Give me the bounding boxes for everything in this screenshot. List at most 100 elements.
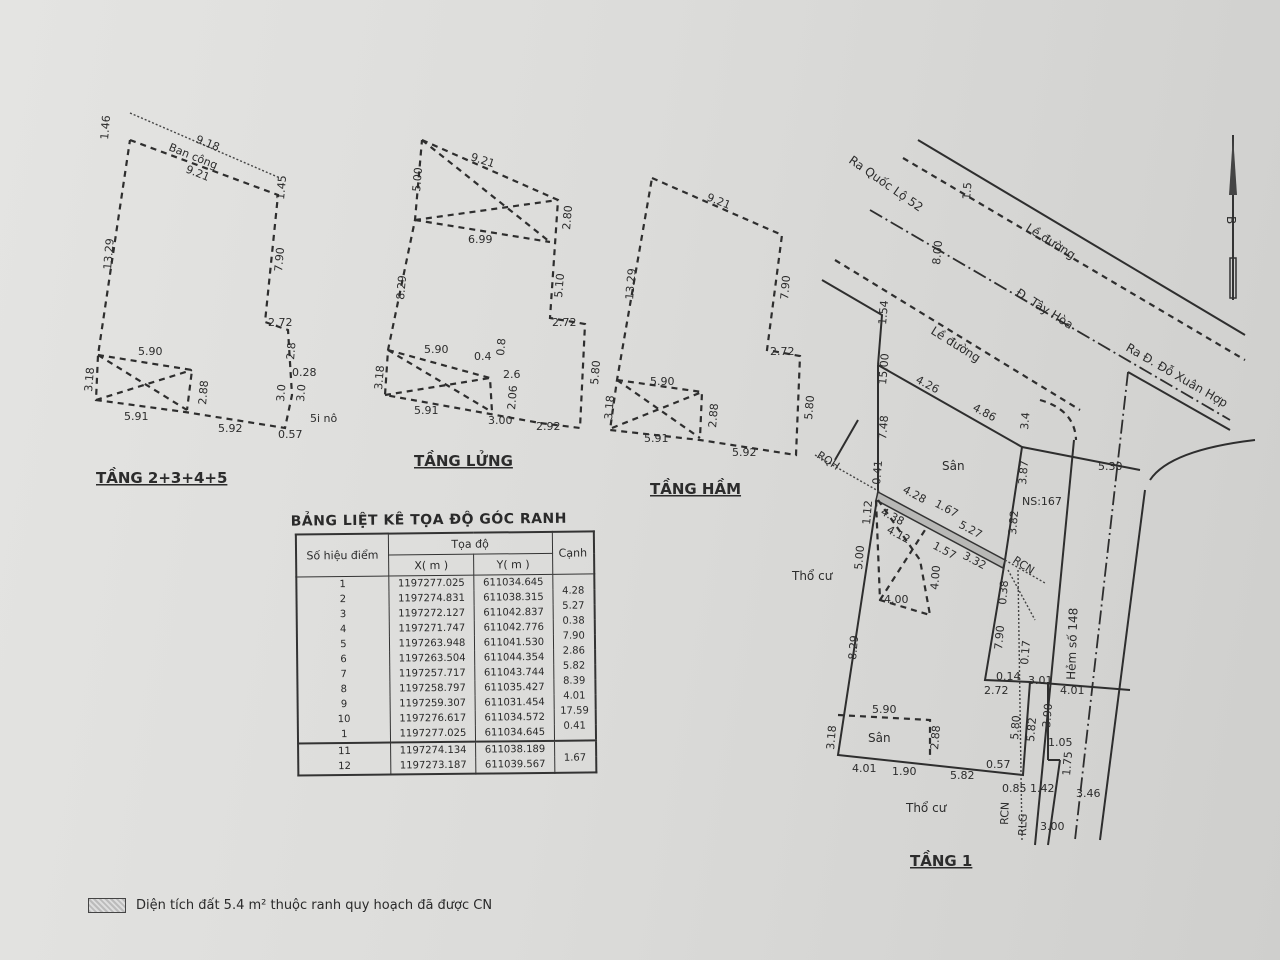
plan-floor-2-5: 1.46 9.18 Ban công 9.21 1.45 13.29 7.90 … xyxy=(82,112,338,487)
cell-id: 3 xyxy=(296,606,389,623)
plan-floor-1: Ra Quốc Lộ 52 Lề đường Đ. Tây Hòa Ra Đ. … xyxy=(791,139,1256,870)
dim-label: 4.28 xyxy=(901,483,929,506)
dim-label: 6.99 xyxy=(468,233,493,246)
dim-label: 1.45 xyxy=(274,175,289,201)
cell-id: 2 xyxy=(296,591,389,608)
dim-label: 3.00 xyxy=(1040,820,1065,833)
dim-label: 3.00 xyxy=(488,414,513,427)
dim-label: 3.18 xyxy=(82,367,97,393)
dim-label: 3.90 xyxy=(1040,703,1055,729)
cell-edge: 1.67 xyxy=(554,747,597,764)
dim-label: 2.72 xyxy=(770,345,795,358)
dim-label: 5.90 xyxy=(424,343,449,356)
dim-label: 1.67 xyxy=(933,497,961,520)
dim-label: 4.01 xyxy=(852,762,877,775)
plan-title: TẦNG HẦM xyxy=(650,477,741,498)
hatch-swatch-icon xyxy=(88,898,126,913)
dim-label: 5.90 xyxy=(650,375,675,388)
cell-x: 1197258.797 xyxy=(389,680,476,697)
cell-id: 8 xyxy=(297,681,390,698)
dim-label: 2.6 xyxy=(503,368,521,381)
area-label: Thổ cư xyxy=(791,569,834,583)
dim-label: 7.48 xyxy=(876,415,891,441)
cell-y: 611044.354 xyxy=(474,649,554,666)
cell-y: 611038.315 xyxy=(474,589,553,606)
dim-label: 8.29 xyxy=(394,275,409,301)
table-title: BẢNG LIỆT KÊ TỌA ĐỘ GÓC RANH xyxy=(290,510,568,530)
header-y: Y( m ) xyxy=(473,553,553,576)
boundary-label: RCN xyxy=(998,802,1012,825)
dim-label: 5.80 xyxy=(1008,715,1023,741)
dim-label: 0.8 xyxy=(494,338,508,357)
dim-label: 7.90 xyxy=(992,625,1007,651)
dim-label: 5.00 xyxy=(410,167,425,193)
legend: Diện tích đất 5.4 m² thuộc ranh quy hoạc… xyxy=(88,898,492,913)
cell-x: 1197277.025 xyxy=(390,725,476,743)
dim-label: 5.91 xyxy=(414,404,439,417)
dim-label: 2.72 xyxy=(552,316,577,329)
cell-id: 1 xyxy=(297,726,391,744)
area-label: Thổ cư xyxy=(905,801,948,815)
dim-label: 1.46 xyxy=(98,115,113,141)
north-arrow-icon: B xyxy=(1224,135,1238,300)
cell-y: 611034.645 xyxy=(475,724,555,742)
road-label: Lề đường xyxy=(1023,221,1078,262)
dim-label: 1.42 xyxy=(1030,782,1055,795)
legend-text: Diện tích đất 5.4 m² thuộc ranh quy hoạc… xyxy=(136,898,493,913)
dim-label: 5.82 xyxy=(950,769,975,782)
dim-label: 0.38 xyxy=(996,580,1011,606)
dim-label: 2.8 xyxy=(284,342,298,361)
plan-title: TẦNG LỬNG xyxy=(414,449,513,470)
dim-label: 3.46 xyxy=(1076,787,1101,800)
coordinate-table: Số hiệu điểm Tọa độ Cạnh X( m ) Y( m ) 1… xyxy=(294,530,598,780)
cell-y: 611042.837 xyxy=(474,604,553,621)
cell-id: 12 xyxy=(298,758,391,776)
dim-label: 4.12 xyxy=(885,523,913,546)
dim-label: 5.82 xyxy=(1024,717,1039,743)
cell-edge: 0.38 xyxy=(552,611,595,627)
dim-label: 0.41 xyxy=(870,460,885,486)
dim-label: 8.00 xyxy=(930,240,945,266)
dim-label: 3.18 xyxy=(372,365,387,391)
north-label: B xyxy=(1224,216,1238,224)
cell-y: 611034.645 xyxy=(474,574,553,591)
road-label: Hẻm số 148 xyxy=(1064,607,1081,680)
dim-label: 7.90 xyxy=(778,275,793,301)
dim-label: 8.29 xyxy=(846,635,861,661)
dim-label: 5.91 xyxy=(124,410,149,423)
dim-label: 2.72 xyxy=(984,684,1009,697)
road-label: Ra Quốc Lộ 52 xyxy=(846,153,925,214)
cell-y: 611041.530 xyxy=(474,634,554,651)
header-point: Số hiệu điểm xyxy=(295,533,389,578)
header-edge: Cạnh xyxy=(551,531,595,575)
dim-label: 5.80 xyxy=(802,395,817,421)
dim-label: 2.88 xyxy=(928,725,943,751)
dim-label: 3.18 xyxy=(602,395,617,421)
cell-edge xyxy=(554,763,597,780)
dim-label: 3.0 xyxy=(294,384,308,403)
cell-id: 10 xyxy=(297,711,391,728)
dim-label: 5i nô xyxy=(310,412,338,425)
dim-label: 0.57 xyxy=(278,428,303,441)
cell-edge: 5.82 xyxy=(553,656,596,672)
cell-y: 611039.567 xyxy=(476,756,555,774)
cell-x: 1197263.948 xyxy=(389,635,475,652)
road-label: Đ. Tây Hòa xyxy=(1013,286,1075,332)
dim-label: 1.05 xyxy=(1048,736,1073,749)
dim-label: 5.10 xyxy=(552,273,567,299)
cell-y: 611038.189 xyxy=(475,740,555,758)
dim-label: 3.4 xyxy=(1018,412,1032,431)
dim-label: 0.14 xyxy=(996,670,1021,683)
cell-edge xyxy=(553,731,597,748)
cell-id: 6 xyxy=(297,651,390,668)
dim-label: 0.57 xyxy=(986,758,1011,771)
cell-x: 1197271.747 xyxy=(388,620,475,637)
cell-edge: 17.59 xyxy=(553,701,596,717)
cell-x: 1197259.307 xyxy=(389,695,476,712)
dim-label: 0.28 xyxy=(292,366,317,379)
cell-id: 9 xyxy=(297,696,390,713)
dim-label: 3.82 xyxy=(1006,510,1021,536)
cell-y: 611042.776 xyxy=(474,619,553,636)
cell-id: 4 xyxy=(296,621,390,638)
